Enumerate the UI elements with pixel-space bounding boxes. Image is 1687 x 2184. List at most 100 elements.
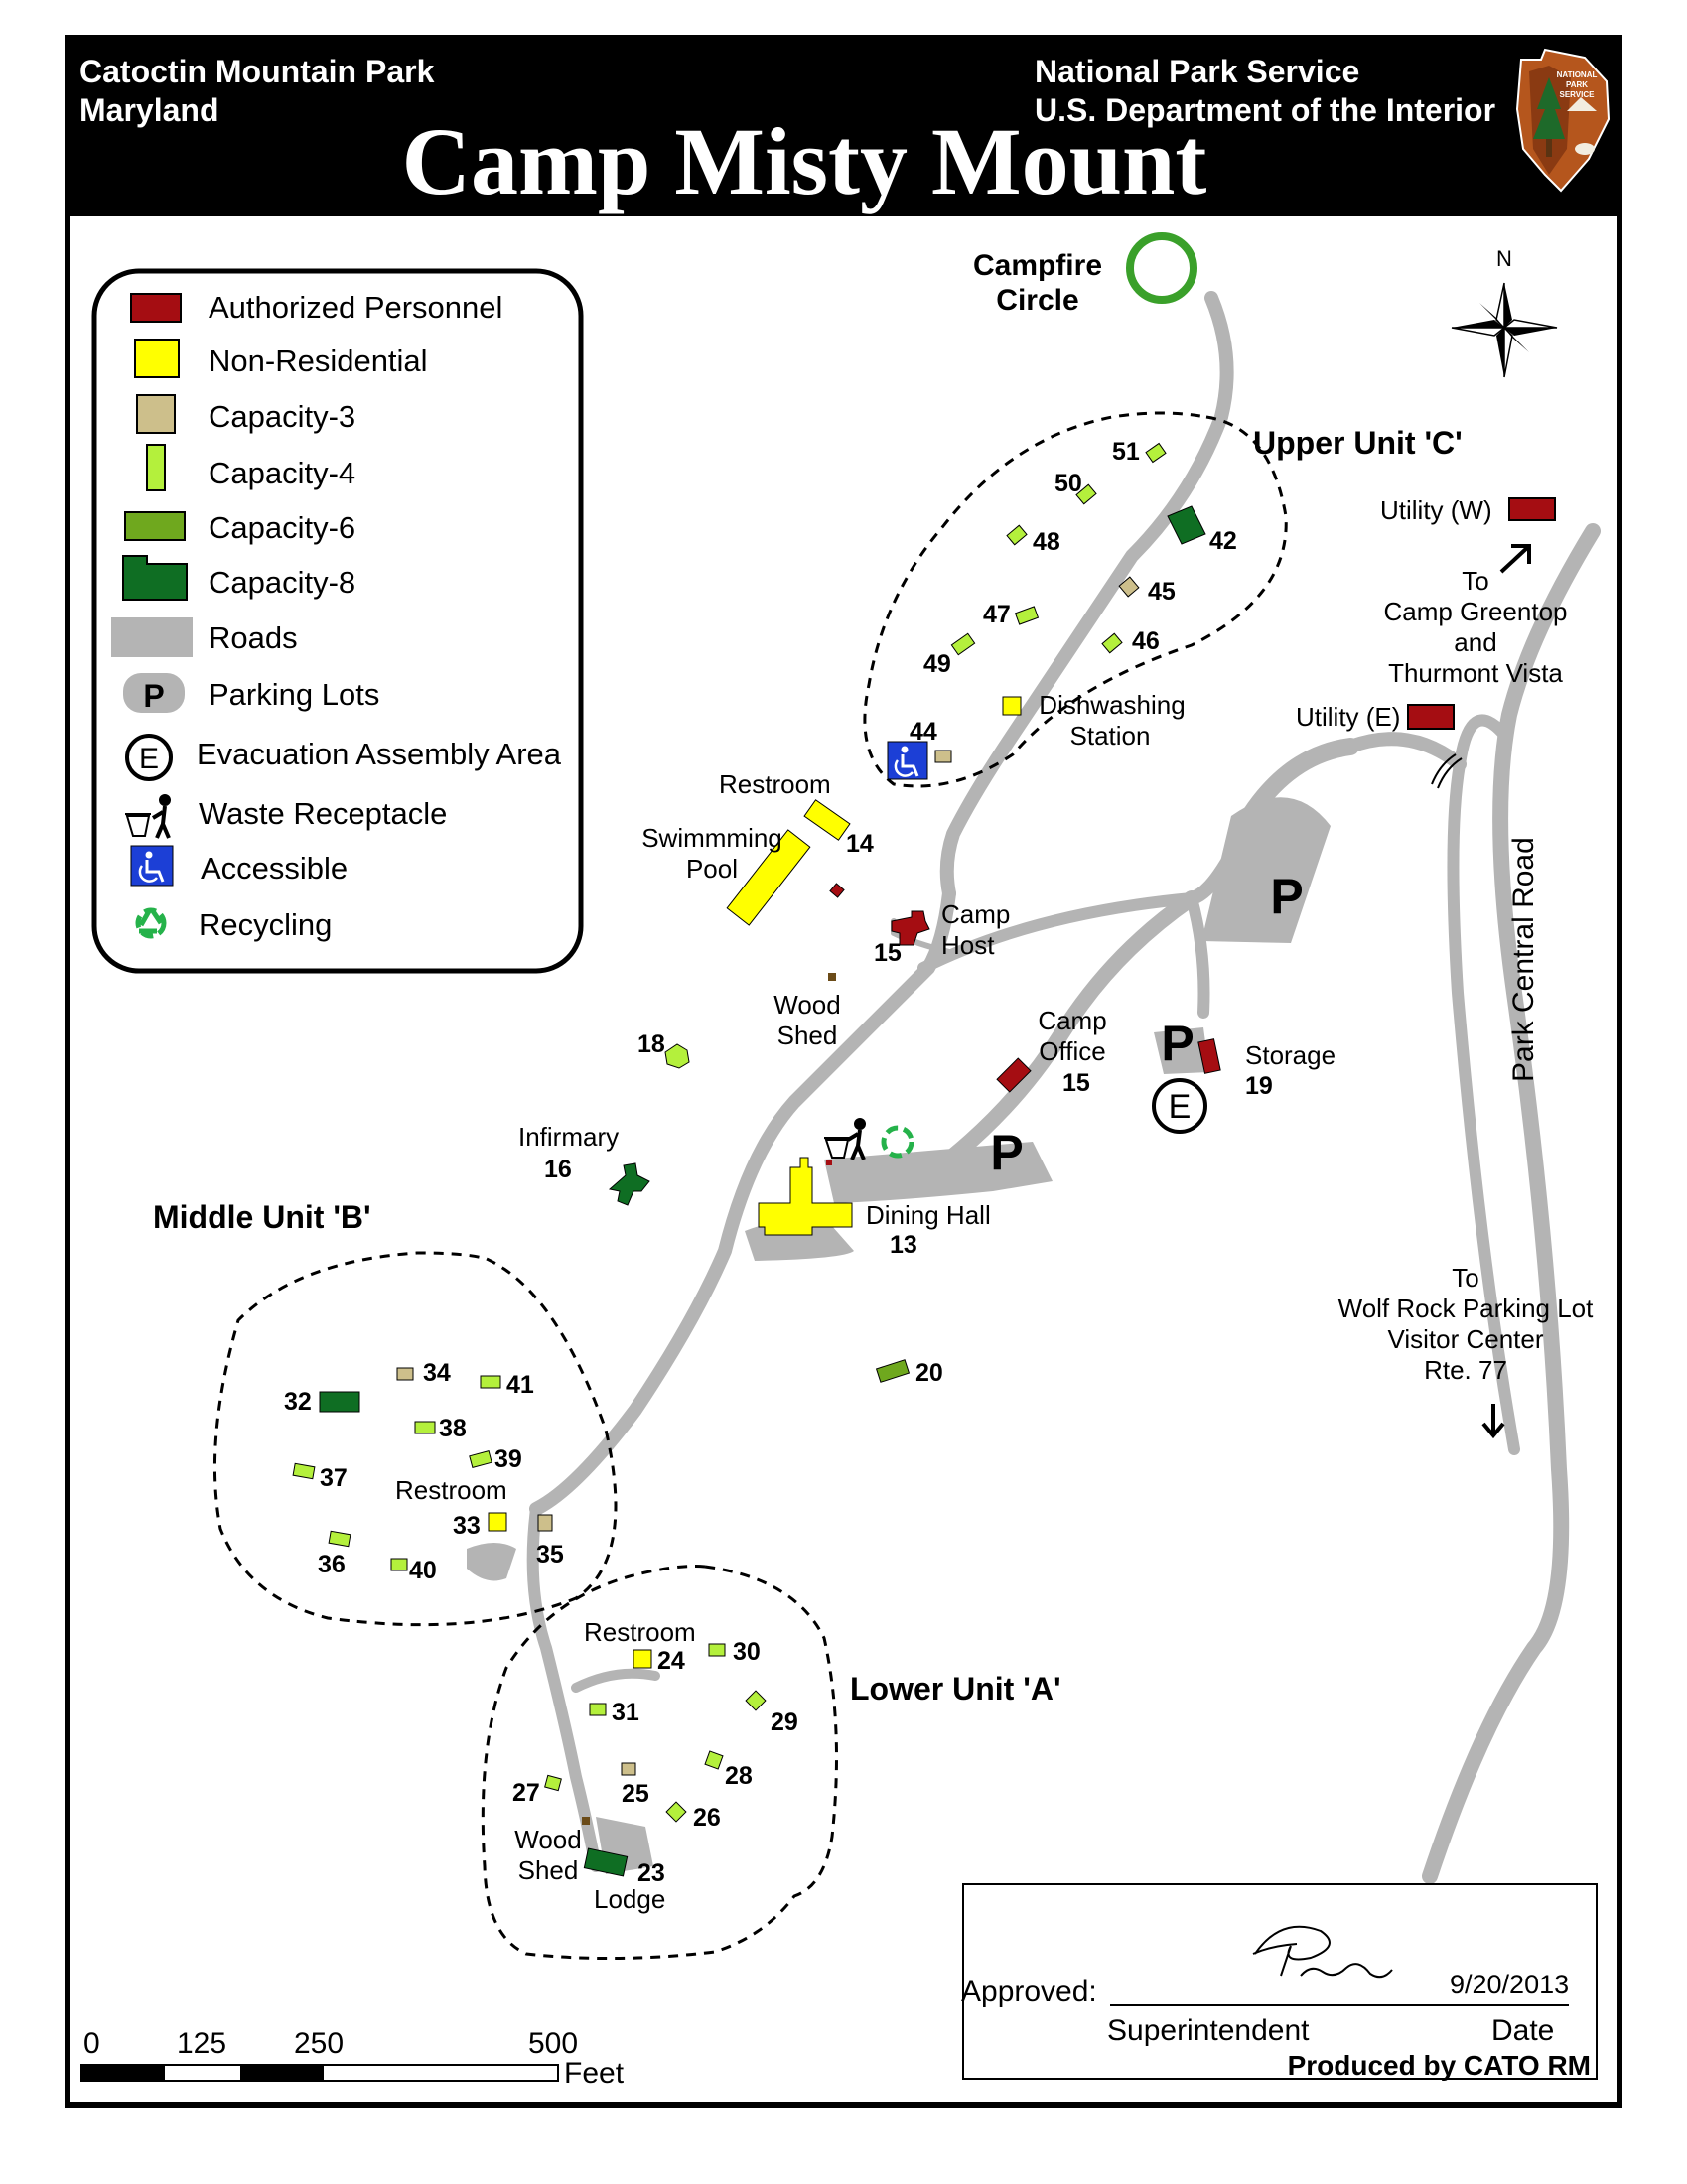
roads bbox=[526, 291, 1601, 1884]
cabin-31 bbox=[589, 1703, 607, 1716]
storage-label: Storage bbox=[1245, 1040, 1336, 1070]
cabin-38 bbox=[414, 1421, 436, 1434]
label-38: 38 bbox=[439, 1415, 467, 1442]
middle-unit-boundary bbox=[212, 1251, 618, 1627]
legend-evac-glyph: E bbox=[139, 743, 159, 775]
waste-receptacle-icon bbox=[125, 794, 171, 839]
utility-e-building bbox=[1407, 704, 1455, 730]
label-18: 18 bbox=[637, 1030, 665, 1058]
logo-text-2: PARK bbox=[1566, 80, 1588, 89]
label-16: 16 bbox=[544, 1156, 572, 1183]
label-30: 30 bbox=[733, 1638, 761, 1666]
storage-19 bbox=[1197, 1038, 1221, 1074]
cabin-50 bbox=[1075, 483, 1097, 505]
infirmary-16 bbox=[608, 1162, 650, 1206]
scale-label-250: 250 bbox=[294, 2027, 344, 2060]
legend-label-capacity-3: Capacity-3 bbox=[209, 399, 355, 434]
arrow-down-icon bbox=[1481, 1404, 1505, 1439]
north-label: N bbox=[1496, 246, 1512, 271]
legend-label-capacity-8: Capacity-8 bbox=[209, 565, 355, 600]
cabin-45 bbox=[1118, 576, 1140, 598]
label-35: 35 bbox=[536, 1541, 564, 1569]
label-39: 39 bbox=[494, 1445, 522, 1473]
capacity-6-swatch bbox=[124, 511, 186, 541]
cabin-27 bbox=[544, 1774, 562, 1792]
cabin-44 bbox=[934, 750, 952, 763]
accessible-icon bbox=[130, 845, 174, 887]
legend-label-recycling: Recycling bbox=[199, 907, 332, 942]
pool-building-red bbox=[829, 883, 845, 898]
state-name: Maryland bbox=[79, 92, 218, 128]
label-40: 40 bbox=[409, 1557, 437, 1584]
superintendent-label: Superintendent bbox=[1107, 2014, 1310, 2047]
scale-label-0: 0 bbox=[83, 2027, 100, 2060]
evac-glyph: E bbox=[1169, 1088, 1192, 1126]
legend-label-non-residential: Non-Residential bbox=[209, 343, 428, 378]
north-arrow-icon: N bbox=[1451, 246, 1558, 378]
label-31: 31 bbox=[612, 1699, 639, 1726]
cabin-41 bbox=[480, 1375, 501, 1389]
lodge-label: Lodge bbox=[594, 1884, 665, 1914]
camp-host-15 bbox=[891, 910, 930, 946]
parking-lot-upper bbox=[1201, 797, 1331, 943]
agency-name: National Park Service bbox=[1035, 54, 1359, 89]
non-residential-swatch bbox=[134, 339, 180, 378]
evacuation-icon bbox=[1152, 1078, 1207, 1134]
label-44: 44 bbox=[910, 718, 937, 746]
lodge-23 bbox=[583, 1847, 629, 1877]
legend-label-waste: Waste Receptacle bbox=[199, 796, 447, 831]
scale-label-125: 125 bbox=[177, 2027, 226, 2060]
park-central-road-label: Park Central Road bbox=[1507, 837, 1540, 1082]
lower-unit-boundary bbox=[481, 1565, 838, 1961]
label-20: 20 bbox=[915, 1359, 943, 1387]
cabin-34 bbox=[396, 1367, 414, 1381]
cabin-49 bbox=[950, 632, 976, 656]
legend-label-roads: Roads bbox=[209, 620, 298, 655]
waste-receptacle-icon bbox=[824, 1118, 866, 1160]
date-label: Date bbox=[1491, 2014, 1554, 2047]
label-23: 23 bbox=[637, 1859, 665, 1887]
cabin-35 bbox=[537, 1514, 553, 1532]
label-14: 14 bbox=[846, 830, 874, 858]
accessible-icon bbox=[887, 741, 928, 780]
capacity-3-swatch bbox=[136, 394, 176, 434]
label-34: 34 bbox=[423, 1359, 451, 1387]
label-48: 48 bbox=[1033, 528, 1060, 556]
signature bbox=[1252, 1925, 1393, 1979]
nps-arrowhead-logo: NATIONAL PARK SERVICE bbox=[1515, 48, 1611, 193]
cabin-25 bbox=[621, 1762, 636, 1776]
approval-box: Approved: 9/20/2013 Superintendent Date … bbox=[961, 1883, 1598, 2081]
camp-office-15 bbox=[996, 1057, 1032, 1093]
legend-label-authorized: Authorized Personnel bbox=[209, 290, 502, 325]
restroom-middle-label: Restroom bbox=[395, 1475, 507, 1505]
restroom-24 bbox=[633, 1649, 652, 1669]
scale-unit: Feet bbox=[564, 2057, 625, 2090]
scale-label-500: 500 bbox=[528, 2027, 578, 2060]
header-band bbox=[68, 38, 1619, 216]
legend-box bbox=[91, 268, 584, 974]
upper-unit-label: Upper Unit 'C' bbox=[1253, 425, 1463, 461]
map-title: Camp Misty Mount bbox=[402, 108, 1207, 214]
legend-label-capacity-6: Capacity-6 bbox=[209, 510, 355, 545]
trash-marker-red bbox=[826, 1160, 832, 1165]
evacuation-icon bbox=[125, 734, 173, 781]
restroom-b-grounds bbox=[467, 1543, 516, 1581]
label-13: 13 bbox=[890, 1231, 917, 1259]
dining-hall-13 bbox=[758, 1157, 853, 1236]
capacity-4-swatch bbox=[146, 444, 166, 491]
legend-label-accessible: Accessible bbox=[201, 851, 348, 886]
infirmary-label: Infirmary bbox=[518, 1122, 619, 1152]
cabin-39 bbox=[469, 1450, 492, 1468]
label-37: 37 bbox=[320, 1464, 348, 1492]
label-51: 51 bbox=[1112, 438, 1140, 466]
label-47: 47 bbox=[983, 601, 1011, 628]
label-15-host: 15 bbox=[874, 939, 902, 967]
park-name: Catoctin Mountain Park bbox=[79, 54, 435, 89]
upper-unit-boundary bbox=[863, 411, 1288, 788]
cabin-18 bbox=[664, 1043, 690, 1069]
